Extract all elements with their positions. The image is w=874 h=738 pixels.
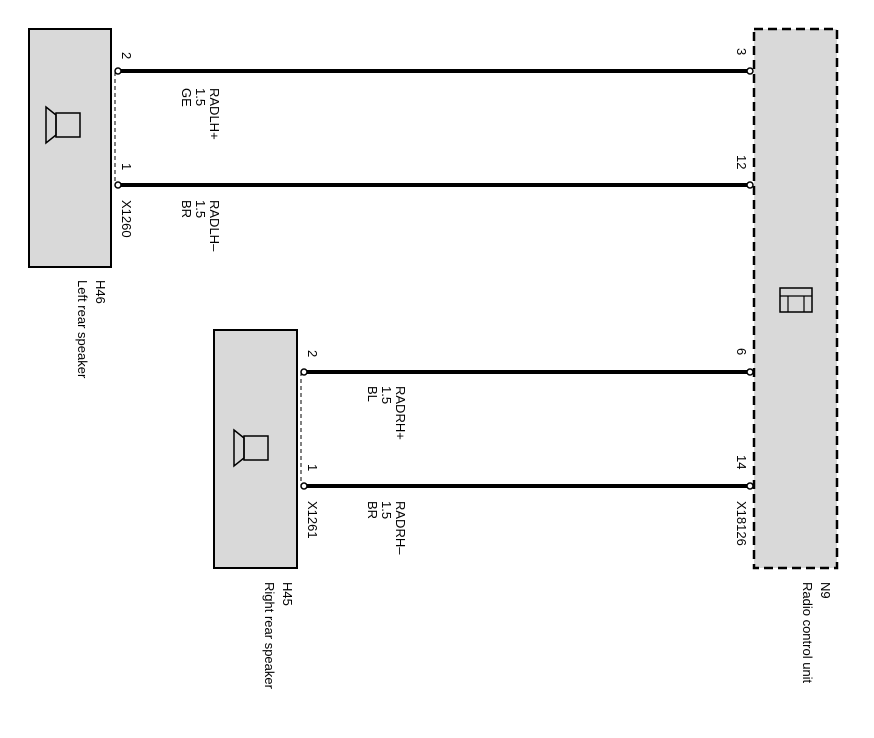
component-labels: H46 Left rear speaker H45 Right rear spe…: [75, 280, 833, 690]
speaker-icon: [233, 428, 269, 468]
radio-box: [752, 27, 839, 570]
wire-color-label: BR: [365, 501, 380, 519]
wire-labels: RADLH+ 1.5 GE RADLH– 1.5 BR RADRH+ 1.5 B…: [179, 88, 408, 555]
connector-id-left: X1260: [119, 200, 134, 238]
speaker-icon: [45, 105, 81, 145]
pin-terminal: [114, 181, 122, 189]
pin-terminal: [746, 482, 754, 490]
wire-gauge-label: 1.5: [193, 88, 208, 106]
pin-terminal: [300, 368, 308, 376]
pin-terminals: [114, 67, 754, 490]
left-speaker: [28, 28, 116, 268]
wire-color-label: GE: [179, 88, 194, 107]
pin-number: 1: [119, 163, 134, 170]
pin-numbers: 2 1 3 12 2 1 6 14: [119, 48, 749, 471]
connector-ids: X1260 X1261 X18126: [119, 200, 749, 546]
pin-number: 6: [734, 348, 749, 355]
wires: [119, 69, 748, 488]
pin-number: 14: [734, 455, 749, 469]
pin-terminal: [746, 181, 754, 189]
wire-color-label: BL: [365, 386, 380, 402]
component-id-left: H46: [93, 280, 108, 304]
pin-number: 2: [305, 350, 320, 357]
pin-number: 12: [734, 155, 749, 169]
wire-color-label: BR: [179, 200, 194, 218]
wire-signal-label: RADLH+: [207, 88, 222, 140]
wire-signal-label: RADRH+: [393, 386, 408, 440]
pin-number: 2: [119, 52, 134, 59]
radio-control-unit: [752, 27, 839, 570]
pin-number: 1: [305, 464, 320, 471]
component-id-right: H45: [280, 582, 295, 606]
wire-gauge-label: 1.5: [379, 501, 394, 519]
wire-signal-label: RADLH–: [207, 200, 222, 252]
wire-gauge-label: 1.5: [379, 386, 394, 404]
left-speaker-box: [28, 28, 112, 268]
component-name-radio: Radio control unit: [800, 582, 815, 684]
wire-signal-label: RADRH–: [393, 501, 408, 555]
wire-gauge-label: 1.5: [193, 200, 208, 218]
right-speaker-box: [213, 329, 298, 569]
component-id-radio: N9: [818, 582, 833, 599]
radio-icon: [779, 287, 813, 313]
component-name-left: Left rear speaker: [75, 280, 90, 379]
connector-id-right: X1261: [305, 501, 320, 539]
connector-id-radio: X18126: [734, 501, 749, 546]
pin-terminal: [300, 482, 308, 490]
pin-number: 3: [734, 48, 749, 55]
pin-terminal: [746, 67, 754, 75]
component-name-right: Right rear speaker: [262, 582, 277, 690]
pin-terminal: [746, 368, 754, 376]
right-speaker: [213, 329, 302, 569]
pin-terminal: [114, 67, 122, 75]
